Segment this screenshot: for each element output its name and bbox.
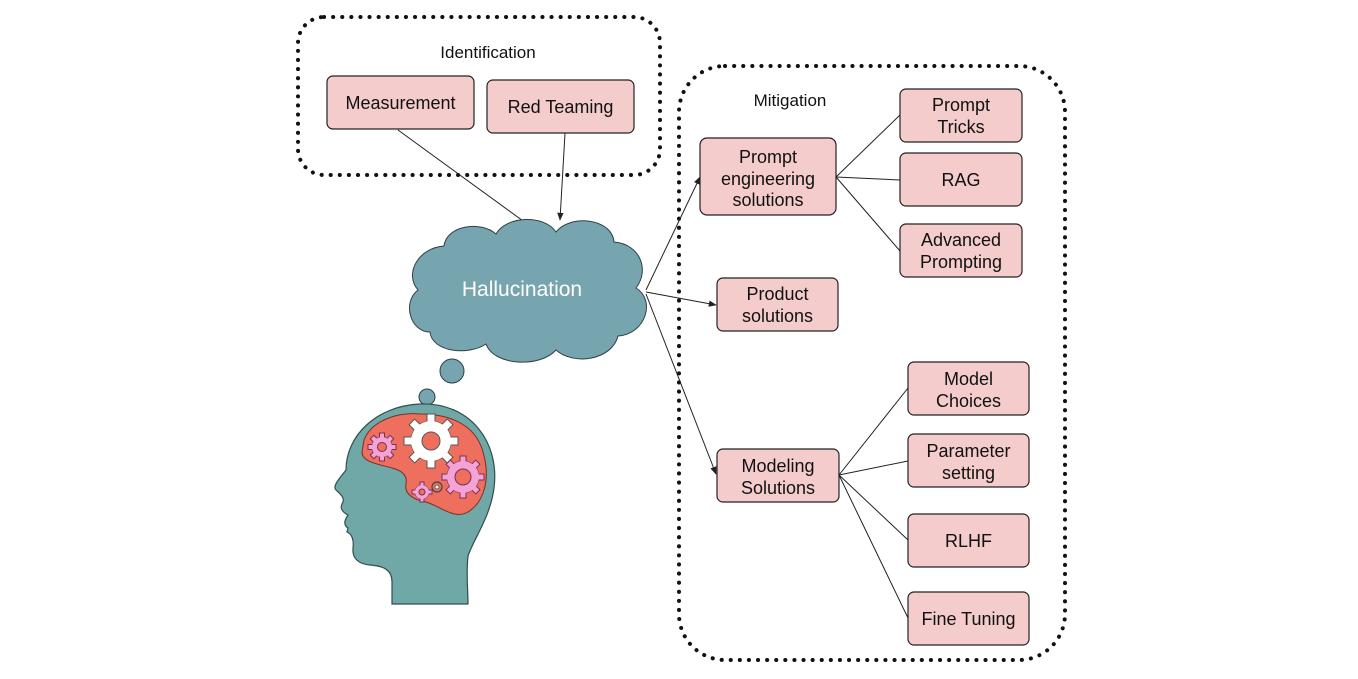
node-product-solutions: Product solutions [716, 277, 839, 332]
svg-text:Red Teaming: Red Teaming [508, 97, 614, 117]
node-modeling-solutions: Modeling Solutions [716, 448, 840, 503]
svg-text:engineering: engineering [721, 169, 815, 189]
identification-group [296, 15, 662, 177]
edge-ms-rlhf [838, 474, 909, 541]
svg-text:Advanced: Advanced [921, 230, 1001, 250]
node-parameter-setting: Parameter setting [907, 433, 1030, 488]
svg-text:RLHF: RLHF [945, 531, 992, 551]
edge-ms-model-choices [838, 387, 909, 476]
svg-text:solutions: solutions [732, 190, 803, 210]
identification-label: Identification [440, 43, 535, 62]
human-head-with-gears-icon [334, 403, 496, 605]
edge-pe-rag [835, 176, 901, 181]
svg-text:Model: Model [944, 369, 993, 389]
svg-text:setting: setting [942, 463, 995, 483]
edge-pe-prompt-tricks [835, 114, 901, 178]
thought-bubble-large [439, 358, 465, 384]
edge-pe-advanced [835, 176, 901, 252]
svg-text:Measurement: Measurement [345, 93, 455, 113]
node-fine-tuning: Fine Tuning [907, 591, 1030, 646]
svg-text:Parameter: Parameter [926, 441, 1010, 461]
mitigation-group [677, 64, 1067, 662]
edge-ms-parameter [838, 460, 909, 476]
node-advanced-prompting: Advanced Prompting [899, 223, 1023, 278]
node-prompt-tricks: Prompt Tricks [899, 88, 1023, 143]
edge-hallucination-product [645, 291, 717, 307]
svg-text:Prompt: Prompt [739, 147, 797, 167]
hallucination-label: Hallucination [462, 278, 582, 301]
svg-text:Prompting: Prompting [920, 252, 1002, 272]
edge-measurement-hallucination [397, 129, 531, 227]
edge-hallucination-modeling [645, 293, 717, 475]
node-measurement: Measurement [326, 75, 475, 130]
svg-text:RAG: RAG [941, 170, 980, 190]
svg-text:Modeling: Modeling [741, 456, 814, 476]
node-model-choices: Model Choices [907, 361, 1030, 416]
hallucination-cloud: Hallucination [409, 219, 647, 363]
svg-text:solutions: solutions [742, 306, 813, 326]
svg-text:Tricks: Tricks [937, 117, 984, 137]
svg-text:Fine Tuning: Fine Tuning [921, 609, 1015, 629]
node-rag: RAG [899, 152, 1023, 207]
edge-redteaming-hallucination [557, 132, 566, 221]
node-prompt-engineering-solutions: Prompt engineering solutions [699, 137, 837, 216]
svg-text:Choices: Choices [936, 391, 1001, 411]
mitigation-label: Mitigation [754, 91, 827, 110]
node-red-teaming: Red Teaming [486, 79, 635, 134]
thought-bubble-small [418, 388, 436, 406]
svg-text:Product: Product [746, 284, 808, 304]
svg-text:Solutions: Solutions [741, 478, 815, 498]
node-rlhf: RLHF [907, 513, 1030, 568]
edge-ms-fine-tuning [838, 474, 909, 619]
svg-text:Prompt: Prompt [932, 95, 990, 115]
edge-hallucination-prompt-engineering [645, 176, 701, 291]
